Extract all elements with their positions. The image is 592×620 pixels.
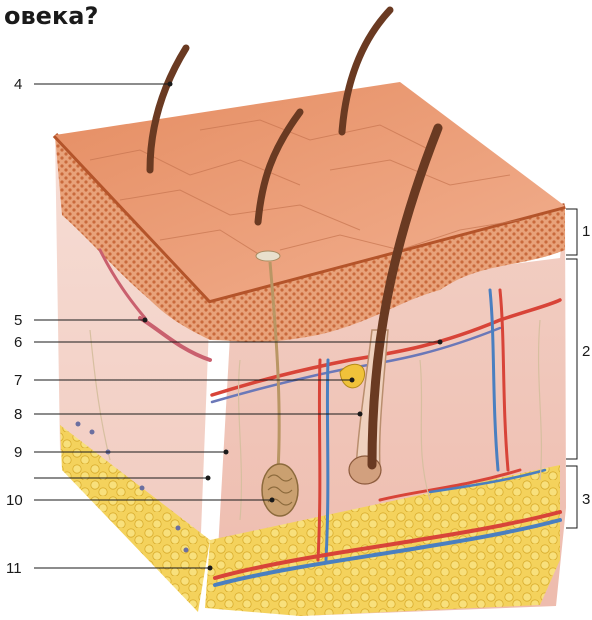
layer-label-3: 3 bbox=[582, 491, 590, 508]
sweat-gland bbox=[262, 464, 298, 516]
label-10: 10 bbox=[6, 492, 23, 509]
bracket-epidermis bbox=[566, 209, 577, 255]
label-9: 9 bbox=[14, 444, 22, 461]
label-8: 8 bbox=[14, 406, 22, 423]
layer-label-1: 1 bbox=[582, 223, 590, 240]
layer-brackets bbox=[566, 209, 577, 528]
sweat-pore bbox=[256, 251, 280, 261]
label-11: 11 bbox=[6, 560, 22, 577]
label-7: 7 bbox=[14, 372, 22, 389]
label-5: 5 bbox=[14, 312, 22, 329]
bracket-dermis bbox=[566, 259, 577, 459]
bracket-hypodermis bbox=[566, 466, 577, 528]
label-6: 6 bbox=[14, 334, 22, 351]
label-4: 4 bbox=[14, 76, 22, 93]
layer-label-2: 2 bbox=[582, 343, 590, 360]
